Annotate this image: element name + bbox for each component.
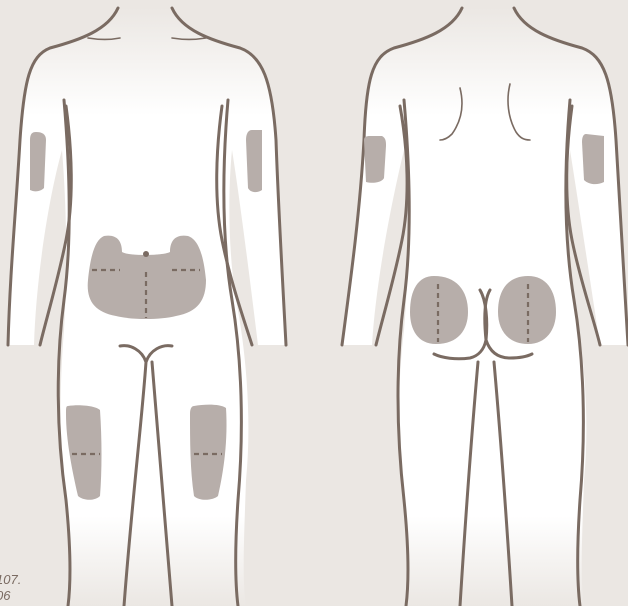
back-left-upper-arm-zone [364, 136, 386, 183]
back-view [342, 8, 628, 606]
front-left-upper-arm-zone [30, 132, 46, 191]
caption-line-1: 107. [0, 572, 21, 588]
navel-icon [143, 251, 149, 257]
back-right-upper-arm-zone [582, 134, 604, 184]
front-right-upper-arm-zone [246, 130, 262, 192]
front-view [8, 8, 286, 606]
figure-caption: 107. 06 [0, 572, 21, 604]
caption-line-2: 06 [0, 588, 21, 604]
